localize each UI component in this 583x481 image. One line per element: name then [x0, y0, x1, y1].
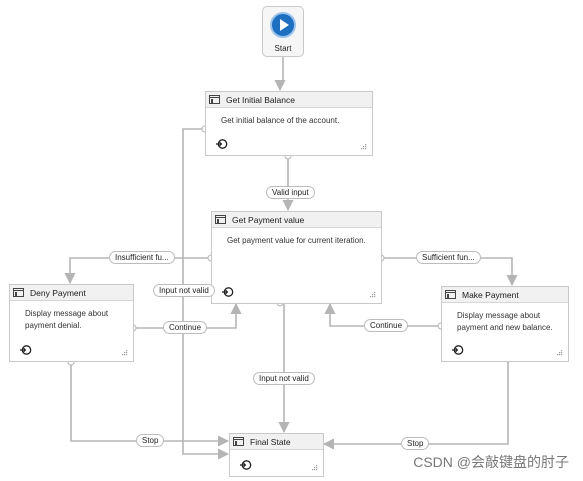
- state-description: Display message about payment and new ba…: [457, 311, 553, 332]
- state-title: Make Payment: [462, 289, 519, 300]
- transition-label-insufficient-funds[interactable]: Insufficient fu...: [109, 251, 175, 264]
- state-description: Get initial balance of the account.: [221, 116, 340, 125]
- transition-label-valid-input[interactable]: Valid input: [266, 186, 315, 199]
- connector-stop-from-make: [322, 359, 509, 450]
- state-header: Make Payment: [442, 287, 568, 303]
- state-description: Display message about payment denial.: [25, 309, 109, 330]
- state-header: Get Initial Balance: [206, 92, 372, 108]
- state-make-payment[interactable]: Make Payment Display message about payme…: [441, 286, 569, 362]
- transition-label-sufficient-funds[interactable]: Sufficient fun...: [416, 251, 481, 264]
- state-header: Final State: [230, 434, 323, 450]
- connector-start-to-initial-balance: [274, 57, 286, 92]
- watermark: CSDN @会敲键盘的肘子: [413, 454, 569, 470]
- transition-label-input-not-valid-bottom[interactable]: Input not valid: [253, 372, 315, 385]
- state-get-payment-value[interactable]: Get Payment value Get payment value for …: [211, 211, 382, 304]
- entry-action-icon: [240, 460, 252, 470]
- start-label: Start: [274, 44, 292, 53]
- state-description: Get payment value for current iteration.: [227, 236, 366, 245]
- state-final-state[interactable]: Final State: [229, 433, 324, 477]
- entry-action-icon: [20, 345, 32, 355]
- entry-action-icon: [452, 345, 464, 355]
- transition-label-continue-from-deny[interactable]: Continue: [163, 321, 208, 334]
- state-header: Get Payment value: [212, 212, 381, 228]
- state-get-initial-balance[interactable]: Get Initial Balance Get initial balance …: [205, 91, 373, 156]
- connector-input-not-valid-bottom: [278, 302, 290, 434]
- resize-grip-icon[interactable]: [360, 143, 367, 150]
- state-title: Deny Payment: [30, 287, 86, 298]
- state-icon: [445, 290, 456, 299]
- state-deny-payment[interactable]: Deny Payment Display message about payme…: [9, 284, 134, 362]
- state-icon: [215, 215, 226, 224]
- resize-grip-icon[interactable]: [369, 291, 376, 298]
- resize-grip-icon[interactable]: [556, 349, 563, 356]
- state-header: Deny Payment: [10, 285, 133, 301]
- state-title: Get Initial Balance: [226, 94, 295, 105]
- resize-grip-icon[interactable]: [311, 464, 318, 471]
- transition-label-stop-from-deny[interactable]: Stop: [136, 434, 165, 447]
- transition-label-input-not-valid-left[interactable]: Input not valid: [153, 284, 215, 297]
- connector-stop-from-deny: [70, 362, 230, 447]
- start-node[interactable]: Start: [262, 6, 304, 57]
- state-title: Final State: [250, 436, 291, 447]
- state-title: Get Payment value: [232, 214, 305, 225]
- entry-action-icon: [222, 287, 234, 297]
- state-icon: [13, 288, 24, 297]
- transition-label-stop-from-make[interactable]: Stop: [401, 437, 430, 450]
- transition-label-continue-from-make[interactable]: Continue: [364, 319, 409, 332]
- resize-grip-icon[interactable]: [121, 349, 128, 356]
- state-icon: [233, 437, 244, 446]
- entry-action-icon: [216, 139, 228, 149]
- state-icon: [209, 95, 220, 104]
- play-icon: [270, 12, 296, 38]
